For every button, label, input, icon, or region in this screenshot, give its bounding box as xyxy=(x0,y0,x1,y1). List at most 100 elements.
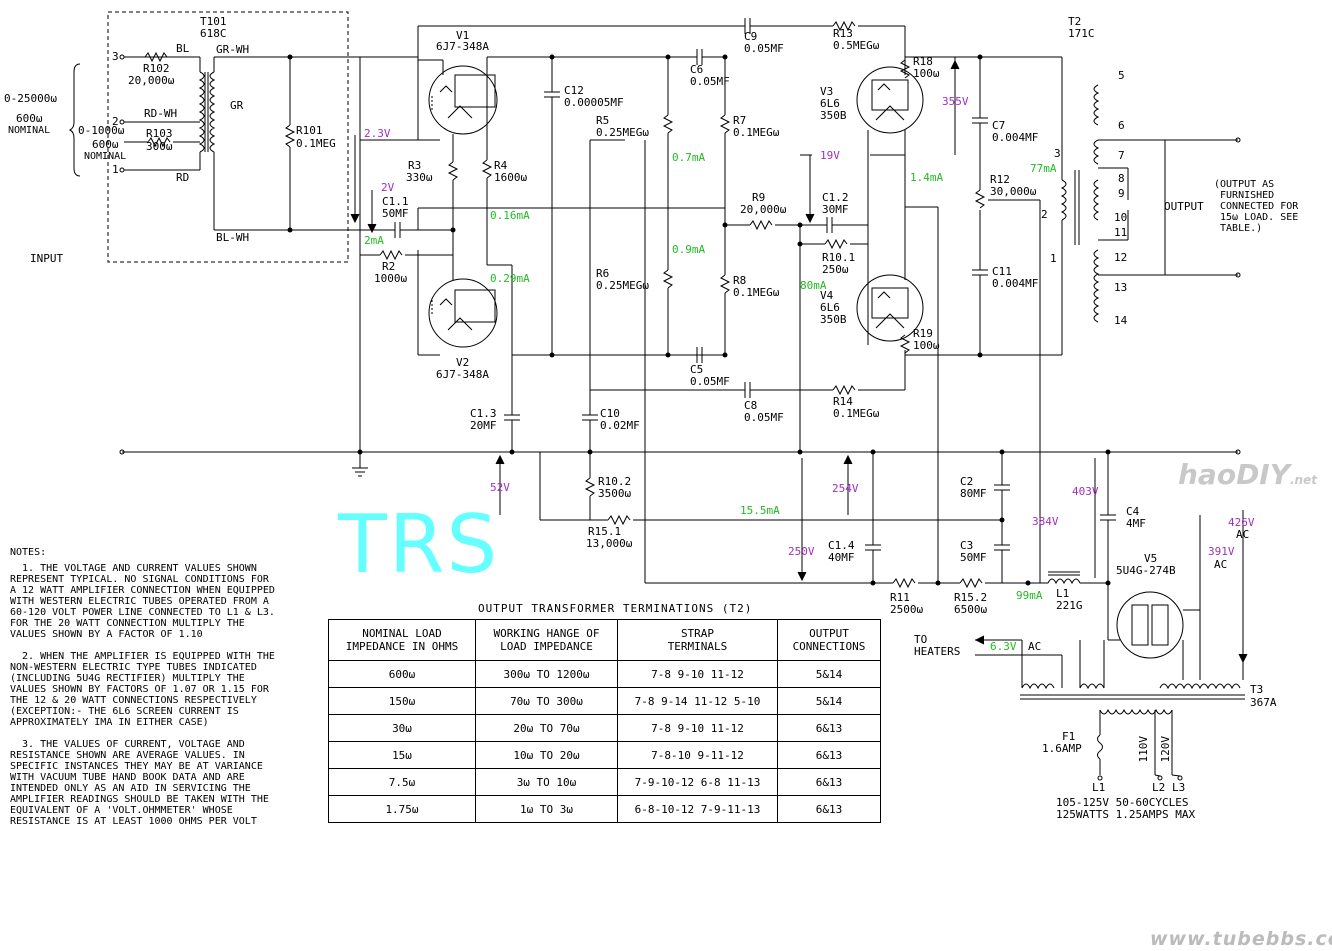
r4-label: R4 xyxy=(494,159,508,172)
t2-terminal-7: 7 xyxy=(1118,149,1125,162)
r18-value: 100ω xyxy=(913,67,940,80)
table-cell: 1ω TO 3ω xyxy=(475,795,618,823)
v1-name: V1 xyxy=(456,29,470,42)
r2-value: 1000ω xyxy=(374,272,408,285)
r10-2-resistor xyxy=(584,477,596,497)
r10-1-resistor xyxy=(824,238,848,250)
t2-part: 171C xyxy=(1068,27,1095,40)
meas-2v: 2V xyxy=(381,181,395,194)
trs-watermark: TRS xyxy=(338,498,500,591)
nominal-2-value: 600ω xyxy=(92,138,119,151)
pin-2-label: 2 xyxy=(112,115,119,128)
c1-4-value: 40MF xyxy=(828,551,855,564)
c4-label: C4 xyxy=(1126,505,1140,518)
tap-110v: 110V xyxy=(1137,736,1150,763)
meas-403v: 403V xyxy=(1072,485,1099,498)
table-cell: 300ω TO 1200ω xyxy=(475,660,618,688)
v4-name: V4 xyxy=(820,289,834,302)
tap-120v: 120V xyxy=(1159,736,1172,763)
r2-resistor xyxy=(379,249,403,261)
meas-355v: 355V xyxy=(942,95,969,108)
col-working-range: WORKING HANGE OF LOAD IMPEDANCE xyxy=(475,619,618,661)
v5-part: 5U4G-274B xyxy=(1116,564,1176,577)
c2-label: C2 xyxy=(960,475,974,488)
t2-terminal-10: 10 xyxy=(1114,211,1128,224)
r5-label: R5 xyxy=(596,114,610,127)
c1-1-label: C1.1 xyxy=(382,195,409,208)
meas-426v: 426V xyxy=(1228,516,1255,529)
pin-3-label: 3 xyxy=(112,50,119,63)
r18-resistor xyxy=(899,59,911,79)
nominal-2-label: NOMINAL xyxy=(84,151,127,162)
t101-primary-coil xyxy=(198,71,216,153)
r13-label: R13 xyxy=(833,27,853,40)
t2-terminal-9: 9 xyxy=(1118,187,1125,200)
r2-label: R2 xyxy=(382,260,396,273)
table-cell: 7-8 9-14 11-12 5-10 xyxy=(617,687,778,715)
table-cell: 6-8-10-12 7-9-11-13 xyxy=(617,795,778,823)
c7-label: C7 xyxy=(992,119,1006,132)
r9-resistor xyxy=(749,219,773,231)
c1-3-label: C1.3 xyxy=(470,407,497,420)
meas-384v: 384V xyxy=(1032,515,1059,528)
table-cell: 5&14 xyxy=(777,687,881,715)
r15-2-value: 6500ω xyxy=(954,603,988,616)
t2-terminal-13: 13 xyxy=(1114,281,1128,294)
meas-2-3v: 2.3V xyxy=(364,127,391,140)
r102-label: R102 xyxy=(143,62,170,75)
r14-resistor xyxy=(832,384,856,396)
meas-2ma: 2mA xyxy=(364,234,384,247)
table-cell: 7-9-10-12 6-8 11-13 xyxy=(617,768,778,796)
t2-terminal-11: 11 xyxy=(1114,226,1128,239)
c12-value: 0.00005MF xyxy=(564,96,624,109)
t2-terminal-14: 14 xyxy=(1114,314,1128,327)
to-heaters-label: TO HEATERS xyxy=(914,633,961,658)
c9-value: 0.05MF xyxy=(744,42,784,55)
table-cell: 70ω TO 300ω xyxy=(475,687,618,715)
c7-value: 0.004MF xyxy=(992,131,1039,144)
r3-value: 330ω xyxy=(406,171,433,184)
range-2-label: 0-1000ω xyxy=(78,124,125,137)
c5-value: 0.05MF xyxy=(690,375,730,388)
r14-value: 0.1MEGω xyxy=(833,407,880,420)
t101-name: T101 xyxy=(200,15,227,28)
t2-terminal-8: 8 xyxy=(1118,172,1125,185)
r10-1-label: R10.1 xyxy=(822,251,856,264)
mains-spec-2: 125WATTS 1.25AMPS MAX xyxy=(1056,808,1196,821)
haodiy-watermark-name: haoDIY xyxy=(1178,458,1290,491)
mains-spec-1: 105-125V 50-60CYCLES xyxy=(1056,796,1189,809)
table-cell: 1.75ω xyxy=(328,795,476,823)
v4-tube xyxy=(856,274,924,342)
v3-tube xyxy=(856,66,924,134)
r4-value: 1600ω xyxy=(494,171,528,184)
f1-name: F1 xyxy=(1062,730,1076,743)
c3-value: 50MF xyxy=(960,551,987,564)
lead-rdwh-label: RD-WH xyxy=(144,107,178,120)
t101-part: 618C xyxy=(200,27,227,40)
l1-name: L1 xyxy=(1056,587,1070,600)
r5-resistor xyxy=(662,114,674,134)
haodiy-watermark-tld: .net xyxy=(1290,473,1317,487)
c1-2-value: 30MF xyxy=(822,203,849,216)
r18-label: R18 xyxy=(913,55,933,68)
c5-label: C5 xyxy=(690,363,704,376)
meas-0-16ma: 0.16mA xyxy=(490,209,530,222)
table-cell: 7.5ω xyxy=(328,768,476,796)
r19-resistor xyxy=(899,334,911,354)
lead-grwh-label: GR-WH xyxy=(216,43,250,56)
mains-l1: L1 xyxy=(1092,781,1106,794)
t3-part: 367A xyxy=(1250,696,1277,709)
table-cell: 5&14 xyxy=(777,660,881,688)
table-header-row: NOMINAL LOAD IMPEDANCE IN OHMS WORKING H… xyxy=(328,619,881,661)
lead-rd-label: RD xyxy=(176,171,190,184)
r8-resistor xyxy=(719,274,731,294)
v2-name: V2 xyxy=(456,356,470,369)
c3-label: C3 xyxy=(960,539,974,552)
r11-resistor xyxy=(892,577,916,589)
r19-value: 100ω xyxy=(913,339,940,352)
r101-value: 0.1MEG xyxy=(296,137,336,150)
r12-resistor xyxy=(974,189,986,209)
